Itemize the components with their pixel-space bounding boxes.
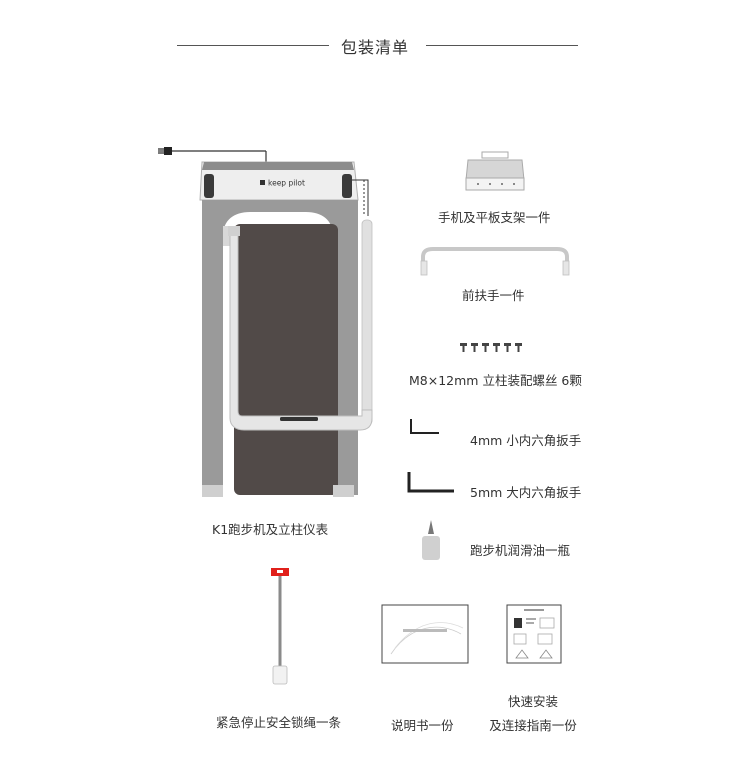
oil-bottle-icon (422, 520, 440, 560)
item-label-screws: M8×12mm 立柱装配螺丝 6颗 (409, 373, 582, 388)
treadmill-label: K1跑步机及立柱仪表 (212, 522, 329, 537)
manual-icon (381, 604, 469, 664)
title-rule-left (177, 45, 329, 46)
item-label-handrail: 前扶手一件 (462, 288, 525, 303)
holder-icon (465, 151, 525, 191)
safety-key-icon (271, 568, 289, 685)
item-label-holder: 手机及平板支架一件 (438, 210, 551, 225)
item-label-lubricant: 跑步机润滑油一瓶 (470, 543, 571, 558)
item-label-large-hex-key: 5mm 大内六角扳手 (470, 485, 582, 500)
manual-label: 说明书一份 (391, 718, 454, 733)
treadmill-illustration: keep pilot (158, 147, 373, 497)
title-rule-right (426, 45, 578, 46)
page-title: 包装清单 (340, 38, 409, 57)
safety-key-label: 紧急停止安全锁绳一条 (216, 715, 342, 730)
item-label-small-hex-key: 4mm 小内六角扳手 (470, 433, 582, 448)
hex-key-large-icon (407, 472, 454, 493)
quick-guide-label-line1: 快速安装 (507, 694, 558, 709)
hex-key-small-icon (410, 419, 439, 434)
screws-icon (460, 343, 522, 352)
brand-logo: keep pilot (268, 179, 305, 188)
quick-guide-icon (506, 604, 562, 664)
handrail-icon (420, 247, 570, 276)
power-plug-icon (158, 147, 267, 162)
quick-guide-label-line2: 及连接指南一份 (489, 718, 577, 733)
